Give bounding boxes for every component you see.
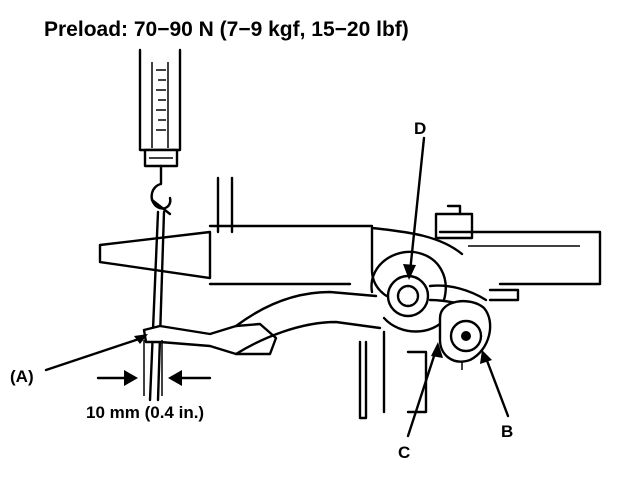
leader-b	[484, 356, 510, 418]
label-a: (A)	[10, 367, 34, 386]
label-b: B	[501, 422, 513, 441]
leader-c	[406, 348, 438, 438]
dimension-arrows	[96, 340, 212, 396]
spring-scale	[138, 48, 182, 216]
preload-title: Preload: 70−90 N (7−9 kgf, 15−20 lbf)	[44, 18, 409, 41]
label-d: D	[414, 119, 426, 138]
label-c: C	[398, 443, 410, 462]
scale-cord	[148, 210, 160, 402]
pedal-arm	[142, 290, 382, 356]
scale-cord-2	[156, 210, 166, 402]
dimension-label: 10 mm (0.4 in.)	[86, 403, 204, 422]
pedal-bracket	[98, 176, 602, 420]
stopper-bolt	[438, 300, 492, 363]
leader-d	[408, 136, 426, 274]
scale-graduations	[156, 69, 166, 131]
leader-a	[44, 336, 144, 372]
